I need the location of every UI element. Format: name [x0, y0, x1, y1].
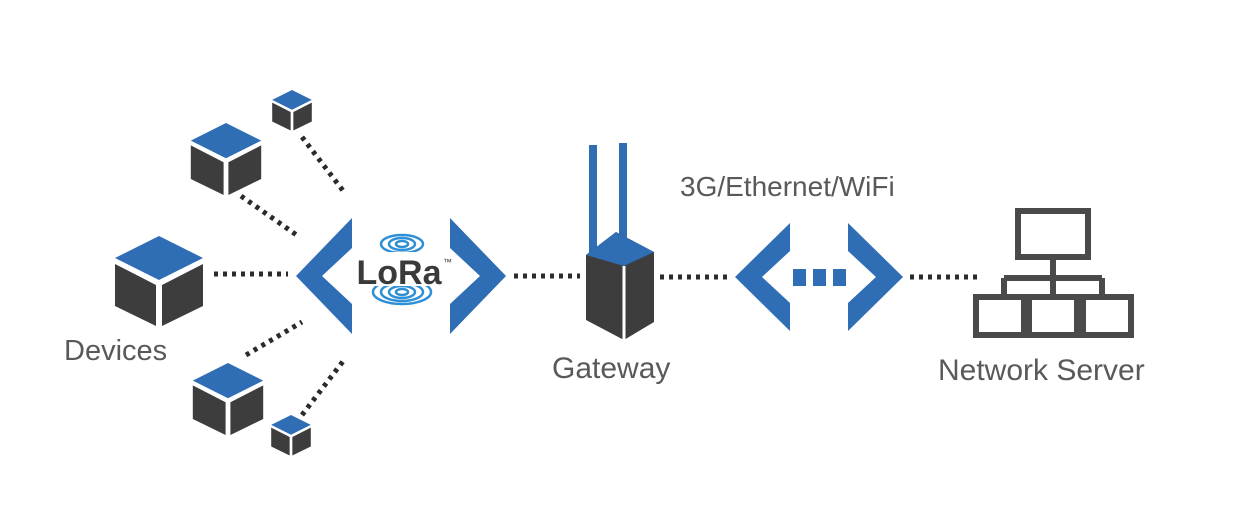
device-links — [214, 135, 346, 417]
network-server-label: Network Server — [938, 354, 1145, 387]
device-link-1 — [300, 135, 346, 194]
backhaul-label: 3G/Ethernet/WiFi — [680, 171, 895, 202]
device-link-5 — [300, 358, 346, 417]
device-cube-icon-2 — [190, 123, 262, 195]
device-cube-icon-4 — [192, 363, 264, 435]
gateway-label: Gateway — [552, 352, 671, 385]
lora-logo-text: LoRa — [357, 254, 443, 292]
lora-trademark: ™ — [443, 257, 452, 267]
lora-left-chevron — [296, 218, 352, 334]
lora-logo-backdrop — [352, 252, 450, 286]
device-cube-icon-1 — [272, 90, 312, 131]
device-cube-icon-3 — [115, 236, 203, 326]
backhaul-dots-icon — [793, 269, 846, 286]
lora-right-chevron — [450, 218, 506, 334]
device-link-2 — [239, 193, 300, 239]
devices-label: Devices — [64, 335, 168, 367]
device-link-4 — [244, 319, 304, 358]
network-server-icon — [973, 208, 1134, 338]
device-cube-icon-5 — [271, 415, 311, 456]
gateway-icon — [586, 143, 654, 340]
backhaul-left-chevron — [735, 223, 790, 331]
backhaul-right-chevron — [848, 223, 903, 331]
